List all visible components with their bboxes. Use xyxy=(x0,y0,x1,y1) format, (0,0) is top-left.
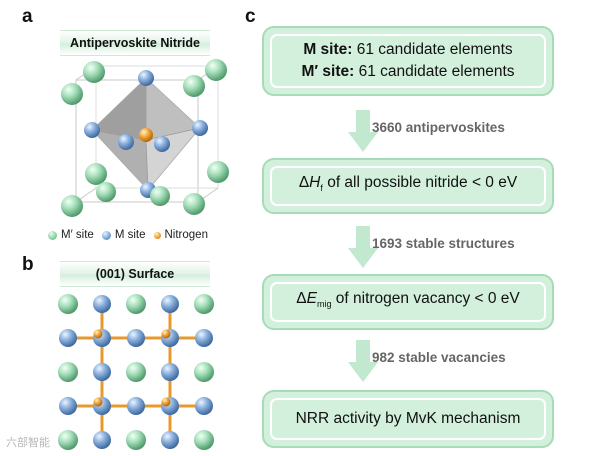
delta-symbol: Δ xyxy=(298,174,310,192)
m-site-label: M site: xyxy=(303,41,353,58)
surface-m-site-atom xyxy=(127,329,145,347)
flow-step-candidates-text: M site: 61 candidate elements M′ site: 6… xyxy=(301,39,514,83)
flow-step-migration-energy-text: ΔEmig of nitrogen vacancy < 0 eV xyxy=(296,288,520,315)
m-prime-swatch xyxy=(48,230,57,240)
surface-m-site-atom xyxy=(93,363,111,381)
surface-nitrogen-atom xyxy=(161,397,171,407)
panel-a-letter: a xyxy=(22,6,33,27)
surface-m-prime-atom xyxy=(126,430,146,450)
panel-c-letter: c xyxy=(245,6,256,27)
delta-symbol: Δ xyxy=(296,290,307,308)
flow-step-inner-border xyxy=(270,282,546,322)
formation-energy-criterion: of all possible nitride < 0 eV xyxy=(322,174,518,192)
m-prime-atom xyxy=(96,182,116,202)
m-prime-atom xyxy=(205,59,227,81)
surface-m-site-atom xyxy=(161,363,179,381)
surface-m-site-atom xyxy=(195,397,213,415)
flow-step-inner-border xyxy=(270,398,546,440)
m-site-atom xyxy=(84,122,100,138)
flow-arrow-1 xyxy=(348,110,378,152)
migration-subscript: mig xyxy=(316,299,332,310)
legend-m-site: M site xyxy=(101,229,146,241)
m-prime-atom xyxy=(183,193,205,215)
m-prime-site-count: 61 candidate elements xyxy=(354,63,515,80)
flow-arrow-2 xyxy=(348,226,378,268)
flow-step-candidates: M site: 61 candidate elements M′ site: 6… xyxy=(262,26,554,96)
surface-nitrogen-atom xyxy=(93,329,103,339)
legend-m-prime: M′ site xyxy=(48,229,94,241)
nitrogen-atom xyxy=(139,128,153,142)
flow-step-nrr-activity: NRR activity by MvK mechanism xyxy=(262,390,554,448)
legend-nitrogen-label: Nitrogen xyxy=(164,229,208,241)
surface-m-site-atom xyxy=(59,329,77,347)
enthalpy-subscript: f xyxy=(320,183,323,194)
surface-m-prime-atom xyxy=(58,294,78,314)
m-prime-atom xyxy=(183,75,205,97)
m-site-atom xyxy=(138,70,154,86)
flow-step-nrr-activity-text: NRR activity by MvK mechanism xyxy=(295,410,521,427)
flow-arrow-2-label: 1693 stable structures xyxy=(372,236,515,251)
surface-001-lattice xyxy=(58,294,214,450)
energy-var: E xyxy=(306,290,317,308)
surface-nitrogen-atom xyxy=(93,397,103,407)
flow-arrow-1-label: 3660 antipervoskites xyxy=(372,120,505,135)
flow-arrow-3 xyxy=(348,340,378,382)
atom-legend: M′ site M site Nitrogen xyxy=(48,229,208,241)
flow-step-formation-energy: ΔHf of all possible nitride < 0 eV xyxy=(262,158,554,214)
watermark: 六部智能 xyxy=(6,437,50,449)
surface-m-site-atom xyxy=(127,397,145,415)
surface-m-site-atom xyxy=(195,329,213,347)
surface-m-prime-atom xyxy=(194,294,214,314)
m-site-count: 61 candidate elements xyxy=(352,41,513,58)
flow-arrow-3-label: 982 stable vacancies xyxy=(372,350,506,365)
antiperovskite-unit-cell xyxy=(61,59,229,217)
panel-b-letter: b xyxy=(22,254,34,275)
m-prime-atom xyxy=(85,163,107,185)
panel-a-title: Antipervoskite Nitride xyxy=(60,30,210,56)
surface-m-prime-atom xyxy=(194,430,214,450)
surface-m-site-atom xyxy=(59,397,77,415)
migration-energy-criterion: of nitrogen vacancy < 0 eV xyxy=(331,290,520,308)
surface-m-prime-atom xyxy=(126,362,146,382)
enthalpy-var: H xyxy=(309,174,321,192)
surface-nitrogen-atom xyxy=(161,329,171,339)
flow-step-inner-border xyxy=(270,34,546,88)
legend-m-prime-label: M′ site xyxy=(61,229,94,241)
legend-m-site-label: M site xyxy=(114,229,146,241)
m-prime-atom xyxy=(207,161,229,183)
m-site-swatch xyxy=(101,230,111,240)
surface-m-prime-atom xyxy=(58,430,78,450)
nitrogen-swatch xyxy=(153,231,161,239)
surface-m-prime-atom xyxy=(194,362,214,382)
surface-m-site-atom xyxy=(161,431,179,449)
surface-m-site-atom xyxy=(93,295,111,313)
m-site-atom xyxy=(192,120,208,136)
m-site-atom xyxy=(118,134,134,150)
flow-step-inner-border xyxy=(270,166,546,206)
legend-nitrogen: Nitrogen xyxy=(153,229,208,241)
m-prime-atom xyxy=(83,61,105,83)
m-site-atom xyxy=(154,136,170,152)
surface-m-site-atom xyxy=(93,431,111,449)
flow-step-migration-energy: ΔEmig of nitrogen vacancy < 0 eV xyxy=(262,274,554,330)
surface-m-site-atom xyxy=(161,295,179,313)
surface-m-prime-atom xyxy=(126,294,146,314)
m-prime-atom xyxy=(61,195,83,217)
m-prime-site-label: M′ site: xyxy=(301,63,355,80)
flow-step-formation-energy-text: ΔHf of all possible nitride < 0 eV xyxy=(299,172,517,199)
surface-m-prime-atom xyxy=(58,362,78,382)
panel-b-title: (001) Surface xyxy=(60,261,210,287)
m-prime-atom xyxy=(61,83,83,105)
m-prime-atom xyxy=(150,186,170,206)
flow-arrows xyxy=(348,110,378,382)
